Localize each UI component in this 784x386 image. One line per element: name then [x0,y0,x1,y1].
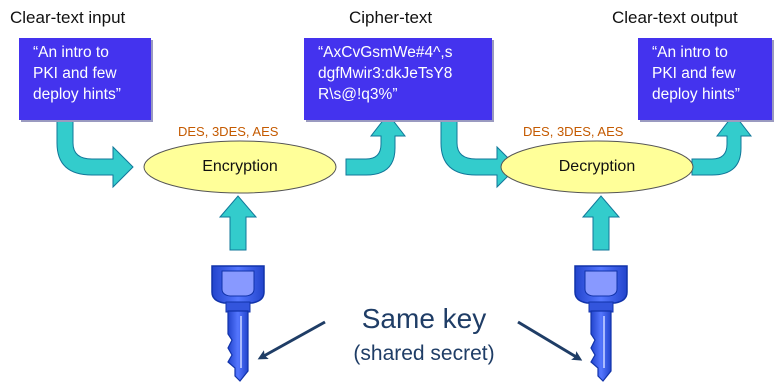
decryption-ellipse [500,140,694,194]
arrow-key-to-encryption [218,195,258,251]
cipher-line-2: dgfMwir3:dkJeTsY8 [318,65,453,82]
decryption-label: Decryption [558,158,636,175]
input-line-3: deploy hints” [33,86,121,103]
pointer-arrow-left [257,320,326,360]
key-icon-right [574,265,628,382]
output-line-1: “An intro to [652,44,728,61]
encryption-algorithms: DES, 3DES, AES [178,124,279,139]
cipher-line-1: “AxCvGsmWe#4^,s [318,44,453,61]
input-line-2: PKI and few [33,65,117,82]
cipher-text-box: “AxCvGsmWe#4^,s dgfMwir3:dkJeTsY8 R\s@!q… [304,38,492,120]
label-cipher-text: Cipher-text [349,8,433,27]
arrow-decryption-to-output [691,113,753,176]
label-clear-text-input: Clear-text input [10,8,126,27]
output-line-3: deploy hints” [652,86,740,103]
clear-text-output-box: “An intro to PKI and few deploy hints” [638,38,772,120]
input-line-1: “An intro to [33,44,109,61]
cipher-line-3: R\s@!q3%” [318,86,398,103]
pointer-arrow-right [517,320,583,361]
encryption-ellipse [143,140,337,194]
shared-secret-caption: (shared secret) [353,342,495,365]
arrow-cipher-to-decryption [440,119,518,189]
clear-text-input-box: “An intro to PKI and few deploy hints” [19,38,151,120]
arrow-input-to-encryption [56,119,134,189]
encryption-label: Encryption [202,158,278,175]
label-clear-text-output: Clear-text output [612,8,738,27]
output-line-2: PKI and few [652,65,736,82]
key-icon-left [211,265,265,382]
arrow-key-to-decryption [581,195,621,251]
arrow-encryption-to-cipher [345,113,407,176]
same-key-caption: Same key [361,303,487,334]
decryption-algorithms: DES, 3DES, AES [523,124,624,139]
